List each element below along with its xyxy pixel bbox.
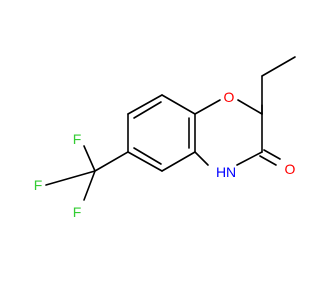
- bond-c8-c8a: [161, 151, 196, 172]
- bond-cf3-f-top: [83, 145, 96, 172]
- bond-aromatic-inner-3: [133, 147, 162, 165]
- bond-cf3-f-left: [45, 170, 96, 186]
- atom-oxygen-carbonyl: O: [285, 161, 296, 177]
- bond-c6-c7: [161, 94, 196, 115]
- bond-c6-cf3: [94, 151, 129, 172]
- structure-diagram: O O N H F F F: [34, 56, 296, 220]
- bond-aromatic-inner-1: [133, 101, 162, 119]
- bond-c8-o1: [194, 99, 221, 115]
- bond-c5-c6: [127, 94, 163, 115]
- atom-nitrogen: N: [226, 164, 236, 180]
- bond-cf3-f-bottom: [83, 170, 96, 201]
- bond-c3-n4: [236, 151, 263, 166]
- bond-n4-c8: [194, 151, 209, 166]
- bond-c3-o-double-b: [259, 155, 277, 166]
- bond-c3-o-double-a: [263, 149, 281, 160]
- atom-fluorine-left: F: [34, 177, 43, 193]
- bond-ethyl-2-3: [261, 56, 296, 77]
- bond-o1-c2: [237, 99, 263, 115]
- atom-fluorine-top: F: [73, 131, 82, 147]
- atom-oxygen-ring: O: [224, 89, 235, 105]
- atom-fluorine-bottom: F: [73, 204, 82, 220]
- molecule-canvas: O O N H F F F: [34, 56, 296, 220]
- atom-nitrogen-hydrogen: H: [216, 164, 226, 180]
- bond-c8a-c4a: [127, 151, 163, 172]
